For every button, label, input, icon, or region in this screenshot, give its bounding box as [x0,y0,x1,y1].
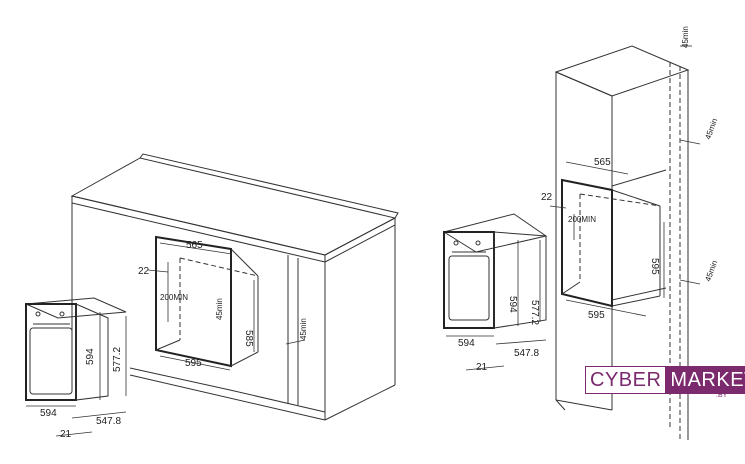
right-oven-width: 594 [458,338,475,349]
logo-part-market: MARKET [665,367,745,393]
left-oven-depth: 547.8 [96,416,121,427]
right-mid-vent-min: 45min [703,117,719,141]
cybermarket-logo: CYBER MARKET [585,366,745,394]
right-oven: 594 577.2 594 547.8 21 [442,213,548,373]
right-cutout-height: 595 [649,258,660,275]
left-cutout-dimensions: 565 22 200MIN 45min 585 595 45min [138,240,308,371]
right-cutout-width-top: 565 [594,157,611,168]
right-cutout-dimensions: 45min 45min 45min 565 22 200MIN 595 595 [541,26,719,321]
right-oven-height: 594 [507,296,518,313]
left-cutout-width-top: 565 [186,240,203,251]
right-side-gap: 22 [541,192,553,203]
base-cabinet [70,153,399,421]
left-side-gap: 22 [138,266,150,277]
right-oven-door-thickness: 21 [476,362,488,373]
left-min-height: 200MIN [160,293,188,302]
left-oven-depth-height: 577.2 [112,347,123,372]
left-rear-vent-min: 45min [299,318,308,340]
left-oven-width: 594 [40,408,57,419]
logo-part-cyber: CYBER [586,367,666,393]
right-min-height: 200MIN [568,215,596,224]
right-oven-depth-height: 577.2 [529,300,540,325]
right-cutout-width-bottom: 595 [588,310,605,321]
left-oven-height: 594 [85,348,96,365]
right-oven-depth: 547.8 [514,348,539,359]
right-bottom-vent-min: 45min [703,259,719,283]
left-oven: 594 577.2 594 547.8 21 [25,297,127,440]
logo-domain-suffix: .BY [716,392,728,399]
left-vent-min: 45min [215,298,224,320]
left-cutout-width-bottom: 595 [185,358,202,369]
left-oven-door-thickness: 21 [60,429,72,440]
right-top-vent-min: 45min [681,26,690,48]
left-cutout-height: 585 [243,330,254,347]
